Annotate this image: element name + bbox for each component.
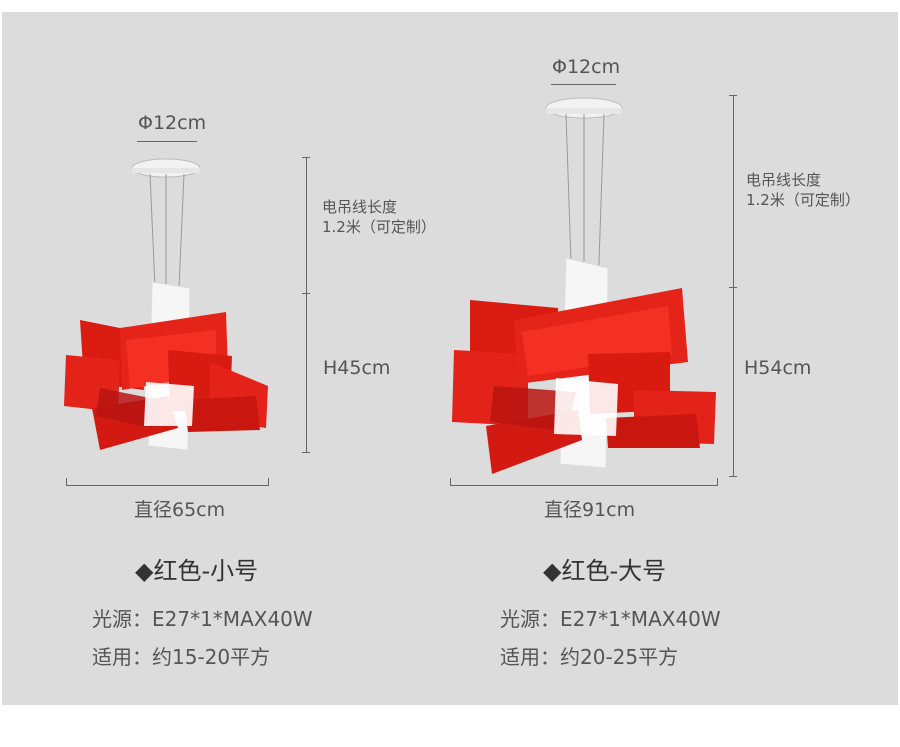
height-label: H45cm: [323, 357, 391, 379]
cable-length-note: 电吊线长度 1.2米（可定制）: [322, 198, 436, 236]
diameter-dimension-line: [66, 485, 268, 486]
diameter-label: 直径65cm: [134, 499, 226, 521]
diameter-label: 直径91cm: [544, 499, 636, 521]
diameter-dimension-line: [450, 485, 717, 486]
pendant-lamp-small-image: [64, 158, 268, 451]
product-title: ◆红色-大号: [543, 557, 667, 585]
pendant-lamp-large-image: [452, 97, 716, 474]
cable-length-note: 电吊线长度 1.2米（可定制）: [746, 171, 860, 209]
applicable-area-spec: 适用：约20-25平方: [500, 645, 679, 669]
product-title: ◆红色-小号: [135, 557, 259, 585]
light-source-spec: 光源：E27*1*MAX40W: [500, 607, 721, 631]
height-label: H54cm: [744, 357, 812, 379]
canopy-dimension-line: [137, 141, 197, 142]
canopy-dimension-line: [551, 84, 616, 85]
height-dimension-line: [306, 157, 307, 453]
height-dimension-line: [733, 95, 734, 477]
light-source-spec: 光源：E27*1*MAX40W: [92, 607, 313, 631]
applicable-area-spec: 适用：约15-20平方: [92, 645, 271, 669]
canopy-diameter-label: Φ12cm: [138, 112, 207, 134]
canopy-diameter-label: Φ12cm: [552, 56, 621, 78]
